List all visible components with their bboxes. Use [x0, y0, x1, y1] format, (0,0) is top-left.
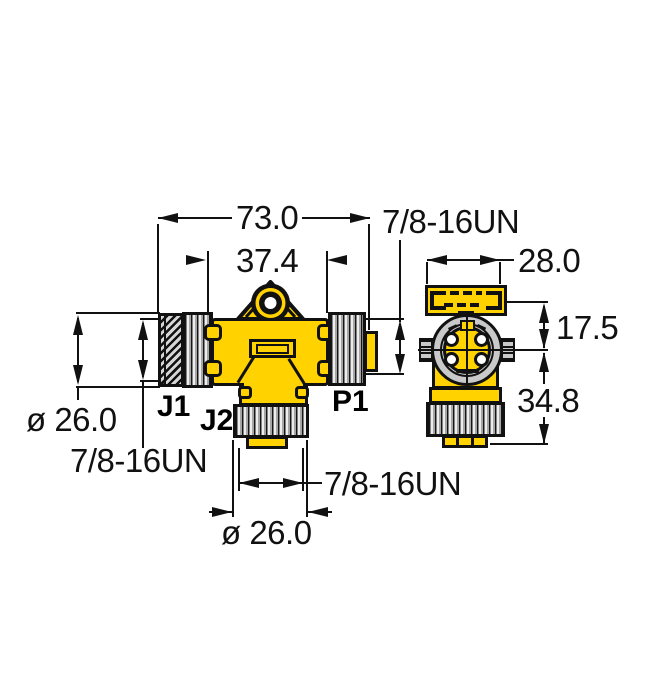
mounting-ear — [236, 280, 305, 321]
pin-3 — [444, 352, 459, 367]
dim-28-arrow-left — [427, 255, 447, 265]
ext-line-nut-bottom — [490, 443, 548, 445]
mount-dash-3 — [476, 291, 482, 295]
thread-right-ext-bottom — [358, 373, 404, 375]
label-j2: J2 — [200, 404, 234, 437]
dim-28-arrow-right — [480, 255, 500, 265]
dim-28-ext-left — [426, 262, 428, 284]
pin-2 — [474, 332, 489, 347]
mount-dash-4 — [444, 303, 453, 307]
dia26-left-arrow-down — [73, 365, 83, 385]
dim-175-line — [543, 306, 545, 348]
thread-right-text: 7/8-16UN — [382, 203, 520, 240]
p1-plug — [364, 331, 378, 372]
dim-374-ext-left — [207, 251, 209, 313]
body-notch-left-bottom — [204, 360, 222, 377]
thread-left-arrow-up — [138, 320, 148, 340]
dia26-bottom-ext-left — [232, 440, 234, 517]
dim-175-arrow-up — [539, 303, 549, 323]
dim-28-line — [427, 259, 514, 261]
p1-coupling-nut — [328, 312, 366, 386]
thread-left-text: 7/8-16UN — [70, 442, 208, 479]
dim-28-text: 28.0 — [518, 242, 581, 279]
dim-374-arrow-left — [186, 255, 206, 265]
centerline-horizontal — [418, 349, 548, 351]
dia26-left-ext-top — [76, 312, 160, 314]
dia26-bottom-arrow-right — [308, 507, 328, 517]
pin-1 — [444, 332, 459, 347]
mount-block — [425, 285, 507, 316]
dim-348-text: 34.8 — [513, 384, 584, 417]
dia26-left-dimline — [77, 318, 79, 382]
thread-bottom-ext-right — [302, 448, 304, 491]
j2-tip — [246, 436, 288, 449]
thread-bottom-arrow-right — [283, 478, 303, 488]
end-view-coupling-nut — [426, 402, 505, 437]
label-j1: J1 — [157, 390, 191, 423]
dia26-left-arrow-up — [73, 315, 83, 335]
dim-374-ext-right — [326, 251, 328, 313]
thread-bottom-arrow-left — [239, 478, 259, 488]
thread-right-dimline — [399, 324, 401, 370]
thread-right-ext-top — [366, 318, 404, 320]
dim-374-arrow-right — [327, 255, 347, 265]
thread-left-dimline — [142, 323, 144, 377]
thread-bottom-leader — [304, 482, 322, 484]
neck-notch-right — [295, 386, 309, 399]
dim-374-text: 37.4 — [236, 242, 299, 279]
thread-right-arrow-up — [395, 320, 405, 340]
thread-right-arrow-down — [395, 354, 405, 374]
mount-dash-1 — [450, 291, 459, 295]
bottom-tab-divider-1 — [456, 437, 459, 446]
dim-175-text: 17.5 — [556, 309, 619, 346]
thread-bottom-dimline — [239, 482, 304, 484]
ext-line-block-bottom — [507, 301, 548, 303]
dim-348-arrow-down — [539, 424, 549, 444]
dia26-left-leader — [77, 386, 79, 400]
dim-73-arrow-left — [158, 213, 178, 223]
mount-dash-5 — [457, 303, 466, 307]
dim-73-text: 73.0 — [232, 201, 303, 234]
body-neck-junction — [244, 379, 303, 388]
label-plate-inner — [256, 344, 289, 354]
thread-left-tick-bottom — [140, 380, 160, 382]
dim-28-ext-right — [499, 262, 501, 284]
thread-right-leader — [399, 240, 401, 322]
dim-73-arrow-right — [350, 213, 370, 223]
j2-coupling-nut — [233, 404, 309, 438]
mount-dash-2 — [463, 291, 472, 295]
mount-key-notch — [458, 311, 474, 316]
bottom-tab-divider-2 — [471, 437, 474, 446]
thread-left-arrow-down — [138, 360, 148, 380]
dim-348-arrow-up — [539, 352, 549, 372]
dim-73-ext-left — [157, 224, 159, 314]
j1-thread-plug — [158, 313, 184, 387]
thread-bottom-ext-left — [238, 448, 240, 491]
dia26-left-text: ø 26.0 — [26, 401, 117, 438]
mount-clip-right — [486, 291, 502, 310]
body-notch-left-top — [204, 324, 222, 341]
dim-175-arrow-down — [539, 329, 549, 349]
label-p1: P1 — [332, 385, 369, 418]
neck-notch-left — [238, 386, 252, 399]
mount-dash-6 — [470, 303, 479, 307]
dia26-bottom-text: ø 26.0 — [221, 514, 312, 551]
thread-bottom-text: 7/8-16UN — [324, 465, 462, 502]
j1-plug-edge-line — [164, 316, 166, 384]
pin-4 — [474, 352, 489, 367]
mount-clip-left — [430, 291, 446, 310]
dia26-bottom-arrow-left — [212, 507, 232, 517]
end-view-bottom-tabs — [442, 435, 488, 448]
dia26-bottom-ext-right — [306, 440, 308, 517]
dim-73-ext-right — [368, 224, 370, 330]
thread-left-tick-top — [140, 318, 160, 320]
thread-left-leader — [142, 382, 144, 448]
dia26-left-ext-bottom — [76, 386, 160, 388]
